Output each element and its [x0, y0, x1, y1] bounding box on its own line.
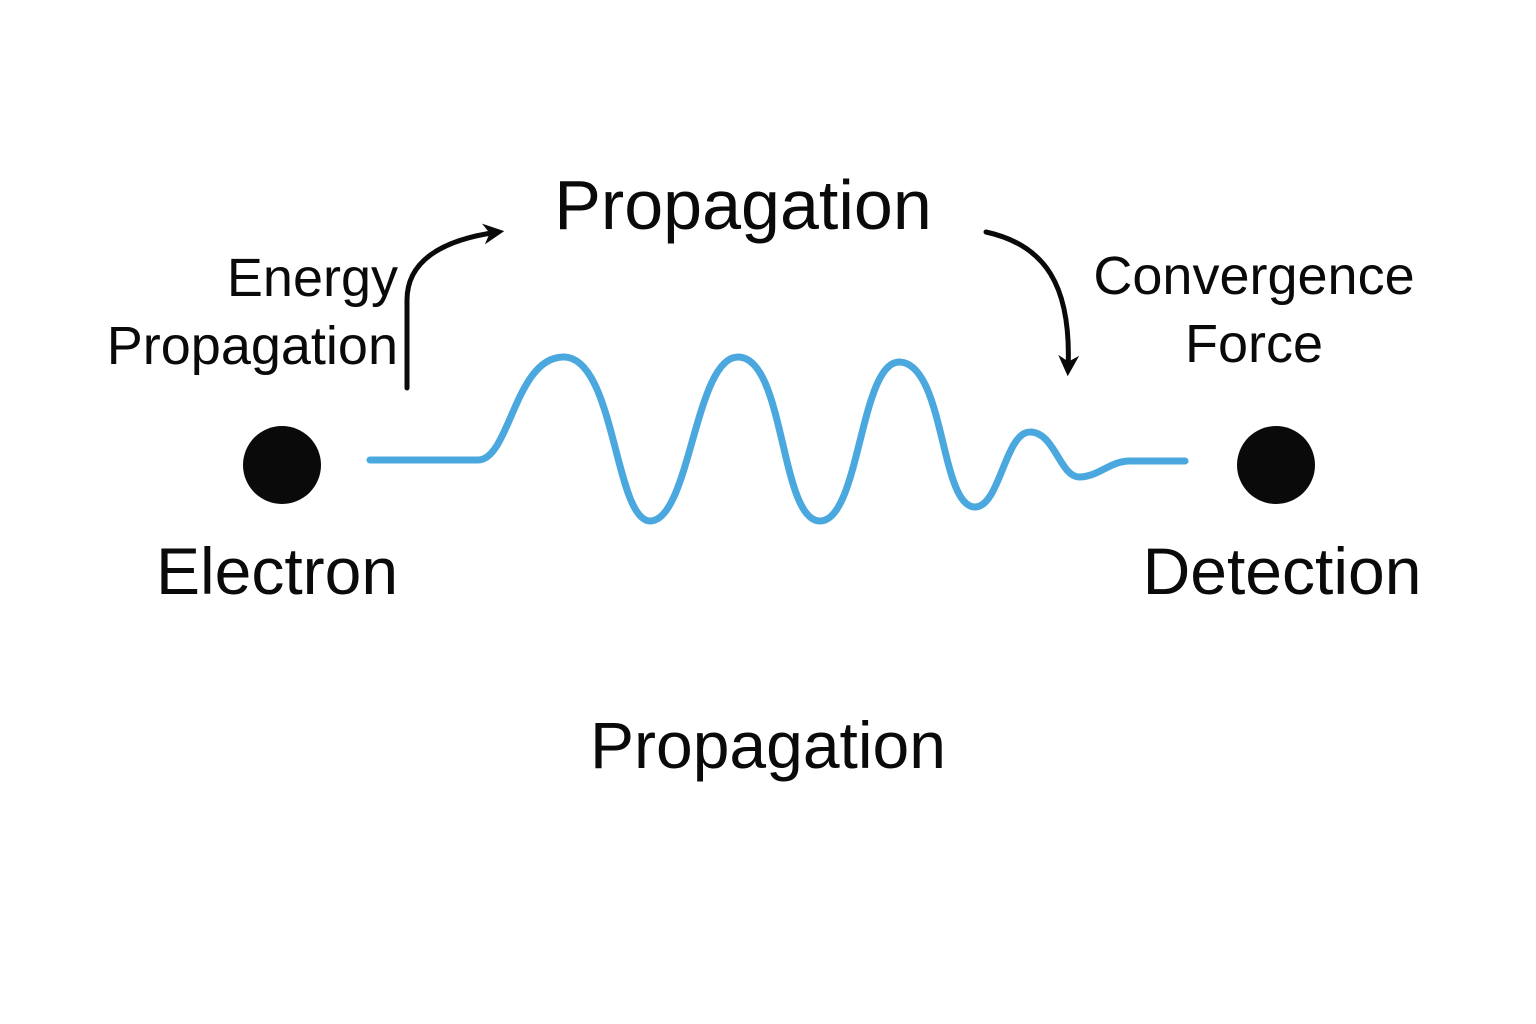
energy-propagation-label: Energy Propagation: [107, 244, 398, 380]
energy-propagation-line-2: Propagation: [106, 316, 398, 376]
bottom-caption: Propagation: [590, 708, 946, 782]
detection-label: Detection: [1142, 534, 1422, 608]
energy-propagation-line-1: Energy: [226, 248, 398, 308]
convergence-force-line-2: Force: [1184, 314, 1324, 374]
electron-label: Electron: [155, 534, 399, 608]
wave-line: [366, 353, 1189, 525]
curved-arrow-up-right-icon: [404, 223, 505, 391]
convergence-force-line-1: Convergence: [1093, 246, 1415, 306]
detector-dot-icon: [1237, 426, 1315, 504]
electron-dot-icon: [243, 426, 321, 504]
curved-arrow-down-icon: [983, 229, 1080, 377]
convergence-force-label: Convergence Force: [1093, 242, 1414, 378]
top-title: Propagation: [554, 166, 932, 244]
